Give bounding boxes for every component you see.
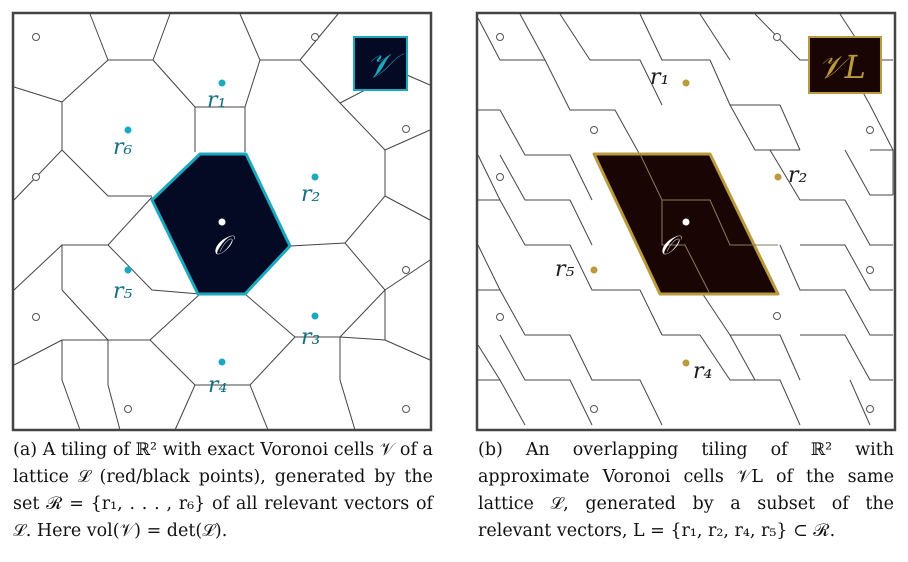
origin-point-b [682,218,690,226]
vector-labels-b: r₁ r₂ r₄ r₅ [555,65,807,384]
vector-label-r4: r₄ [208,373,227,398]
origin-point [218,218,226,226]
panel-a: 𝒪 r₁ r₂ r₃ r₄ r₅ r₆ 𝒱 [11,11,433,432]
voronoi-tiling-lines [13,13,431,431]
caption-b: (b) An overlapping tiling of ℝ² with app… [478,437,894,545]
cell-inner-edges [639,153,778,295]
relevant-vector-points [124,79,319,366]
vector-label-r2: r₂ [301,182,320,207]
vector-label-b-r2: r₂ [788,163,807,188]
figure-canvas: 𝒪 r₁ r₂ r₃ r₄ r₅ r₆ 𝒱 [11,11,897,432]
vector-label-b-r1: r₁ [650,65,669,90]
vector-label-b-r5: r₅ [555,257,575,282]
lattice-points-b [496,33,874,413]
vector-labels: r₁ r₂ r₃ r₄ r₅ r₆ [113,88,320,398]
badge-label-b: 𝒱L [818,48,866,86]
panel-b: 𝒪 r₁ r₂ r₄ r₅ 𝒱L [475,11,897,432]
caption-a-text: (a) A tiling of ℝ² with exact Voronoi ce… [13,440,433,541]
badge-box-b [808,36,882,94]
vector-label-r6: r₆ [113,135,133,160]
vector-label-r3: r₃ [301,325,320,350]
caption-a: (a) A tiling of ℝ² with exact Voronoi ce… [13,437,433,545]
relevant-vector-points-b [590,79,782,367]
badge-box-a [353,36,408,91]
lattice-points [32,33,410,413]
caption-b-text: (b) An overlapping tiling of ℝ² with app… [478,440,894,541]
vector-label-b-r4: r₄ [693,359,712,384]
overlapping-tiling-lines [477,13,894,426]
vector-label-r1: r₁ [207,88,226,113]
vector-label-r5: r₅ [113,279,133,304]
